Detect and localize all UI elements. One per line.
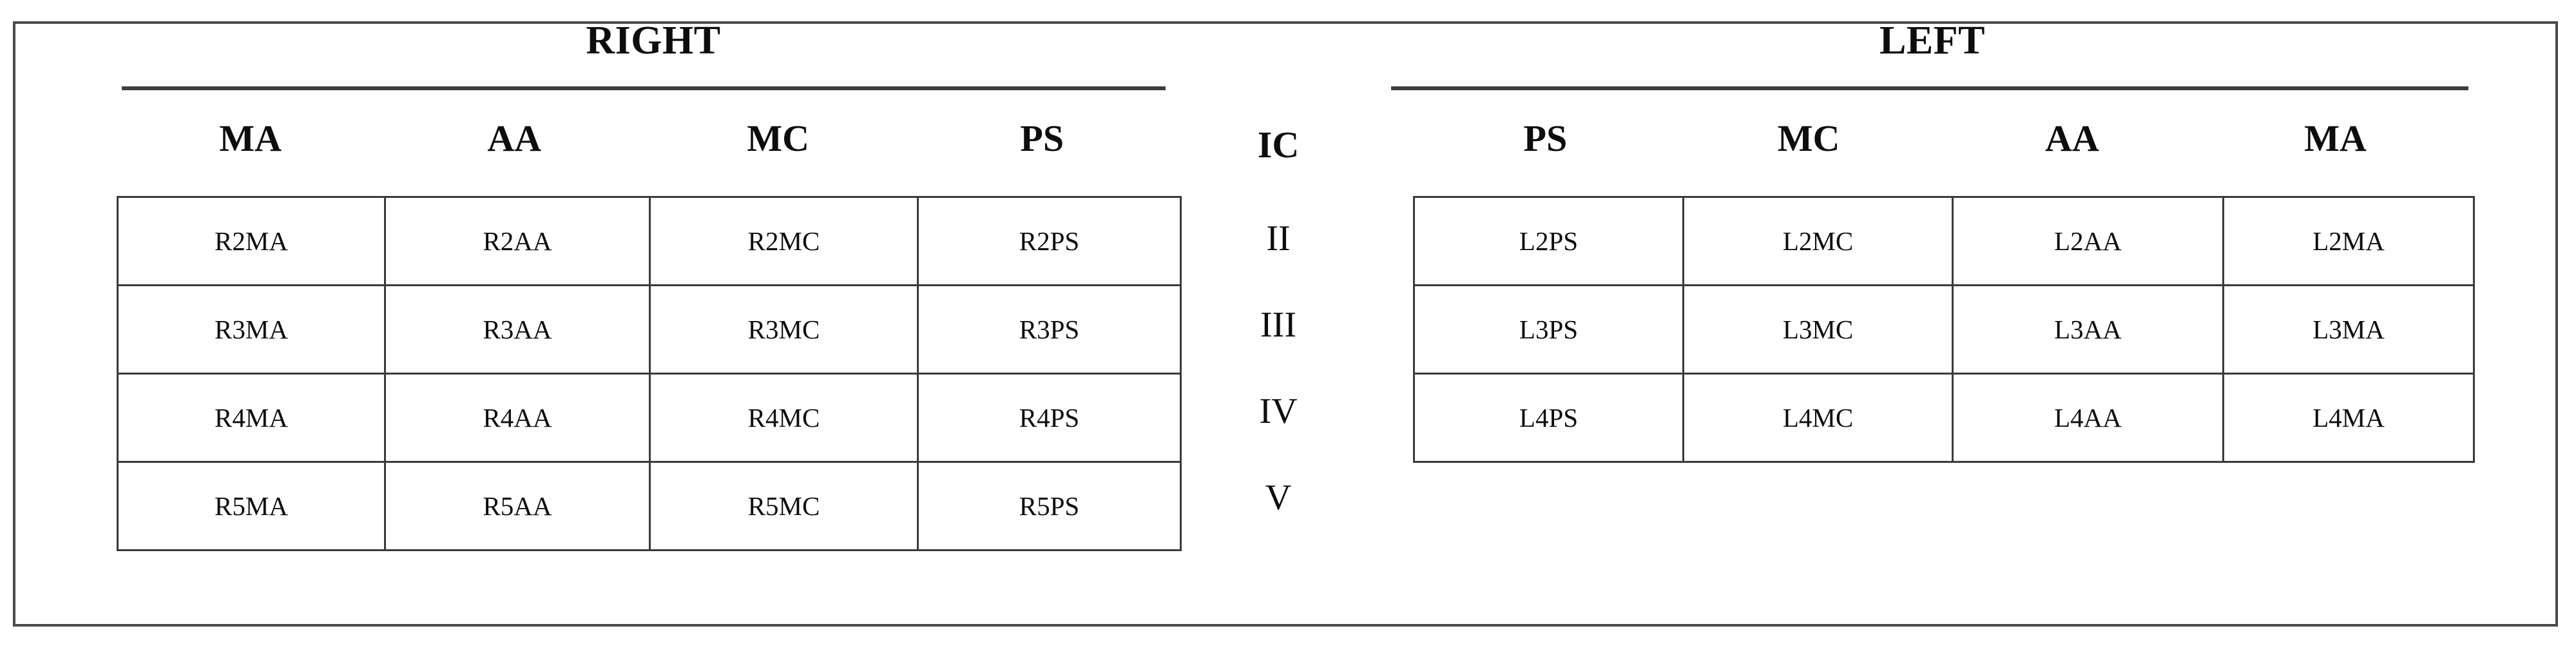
ic-value-item: V (1265, 478, 1292, 518)
table-cell: R5AA (384, 461, 651, 551)
table-cell: L2PS (1413, 196, 1684, 286)
left-column-header-ma: MA (2304, 117, 2367, 159)
table-row: L2PS L2MC L2AA L2MA (1413, 196, 2475, 286)
right-title-rule (122, 86, 1166, 90)
ic-column: IC II III IV V (1201, 114, 1356, 541)
right-column-header-row: MA AA MC PS (119, 98, 1174, 157)
table-cell: L3AA (1952, 284, 2224, 375)
table-cell: L3MC (1682, 284, 1954, 375)
ic-value-list: II III IV V (1201, 195, 1356, 541)
table-cell: R2AA (384, 196, 651, 286)
right-section-title: RIGHT (586, 19, 721, 63)
table-row: L3PS L3MC L3AA L3MA (1413, 284, 2475, 375)
table-cell: R3AA (384, 284, 651, 375)
table-cell: R2MC (649, 196, 919, 286)
table-cell: L4MA (2222, 373, 2475, 463)
left-column-header-aa: AA (2044, 117, 2099, 159)
table-cell: L2MA (2222, 196, 2475, 286)
right-column-header-aa: AA (487, 117, 542, 159)
table-cell: L3PS (1413, 284, 1684, 375)
table-cell: R3PS (917, 284, 1182, 375)
table-cell: R4PS (917, 373, 1182, 463)
left-title-rule (1391, 86, 2468, 90)
table-cell: R4AA (384, 373, 651, 463)
table-row: R4MA R4AA R4MC R4PS (117, 373, 1182, 463)
table-row: L4PS L4MC L4AA L4MA (1413, 373, 2475, 463)
table-cell: L3MA (2222, 284, 2475, 375)
table-row: R5MA R5AA R5MC R5PS (117, 461, 1182, 551)
table-cell: L2MC (1682, 196, 1954, 286)
table-cell: L2AA (1952, 196, 2224, 286)
left-column-header-row: PS MC AA MA (1414, 98, 2467, 157)
table-cell: L4AA (1952, 373, 2224, 463)
table-row: R3MA R3AA R3MC R3PS (117, 284, 1182, 375)
ic-value-item: III (1260, 305, 1296, 345)
table-cell: R2PS (917, 196, 1182, 286)
right-column-header-ps: PS (1020, 117, 1064, 159)
table-cell: R2MA (117, 196, 386, 286)
table-cell: R5MA (117, 461, 386, 551)
table-row: R2MA R2AA R2MC R2PS (117, 196, 1182, 286)
table-cell: R3MA (117, 284, 386, 375)
ic-column-heading: IC (1257, 124, 1300, 166)
table-cell: R4MC (649, 373, 919, 463)
figure-outer-frame: RIGHT MA AA MC PS R2MA R2AA R2MC R2PS R3… (13, 21, 2558, 627)
table-cell: R4MA (117, 373, 386, 463)
left-data-table: L2PS L2MC L2AA L2MA L3PS L3MC L3AA L3MA … (1413, 196, 2475, 463)
right-column-header-mc: MC (747, 117, 810, 159)
ic-value-item: IV (1259, 391, 1298, 431)
table-cell: R5PS (917, 461, 1182, 551)
left-column-header-mc: MC (1777, 117, 1840, 159)
ic-value-item: II (1266, 219, 1291, 258)
table-cell: L4PS (1413, 373, 1684, 463)
right-column-header-ma: MA (219, 117, 282, 159)
left-section-title: LEFT (1879, 19, 1985, 63)
table-cell: R3MC (649, 284, 919, 375)
table-cell: R5MC (649, 461, 919, 551)
table-cell: L4MC (1682, 373, 1954, 463)
right-data-table: R2MA R2AA R2MC R2PS R3MA R3AA R3MC R3PS … (117, 196, 1182, 551)
left-column-header-ps: PS (1523, 117, 1568, 159)
